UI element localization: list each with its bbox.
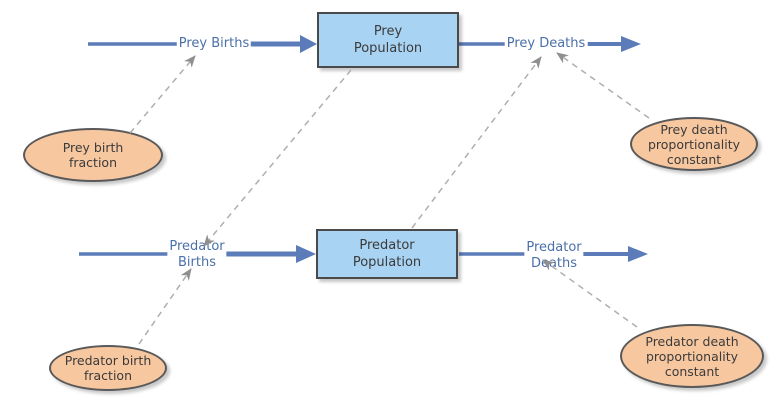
converter-label: Predator birth fraction	[64, 353, 152, 383]
connector-prey-population-to-predator-births	[203, 69, 352, 247]
flow-label-predator-births[interactable]: Predator Births	[167, 239, 227, 271]
flow-label-prey-deaths[interactable]: Prey Deaths	[504, 36, 588, 52]
stock-label: Prey Population	[353, 24, 423, 56]
converter-label: Prey birth fraction	[62, 140, 124, 170]
connector-predator-population-to-prey-deaths	[411, 56, 542, 229]
stock-label: Predator Population	[352, 238, 422, 270]
connector-prey-death-constant-to-prey-deaths	[556, 52, 650, 119]
converter-label: Prey death proportionality constant	[647, 121, 741, 167]
stock-predator-population[interactable]: Predator Population	[316, 229, 458, 279]
stock-prey-population[interactable]: Prey Population	[317, 12, 459, 68]
connector-predator-birth-fraction-to-predator-births	[138, 268, 192, 345]
converter-label: Predator death proportionality constant	[645, 333, 739, 379]
connector-prey-birth-fraction-to-prey-births	[129, 55, 196, 134]
converter-predator-death-proportionality-constant[interactable]: Predator death proportionality constant	[620, 324, 764, 388]
converter-prey-death-proportionality-constant[interactable]: Prey death proportionality constant	[630, 117, 758, 171]
converter-predator-birth-fraction[interactable]: Predator birth fraction	[49, 345, 167, 391]
converter-prey-birth-fraction[interactable]: Prey birth fraction	[23, 128, 163, 182]
flow-label-prey-births[interactable]: Prey Births	[176, 36, 252, 52]
flow-label-predator-deaths[interactable]: Predator Deaths	[524, 240, 584, 272]
